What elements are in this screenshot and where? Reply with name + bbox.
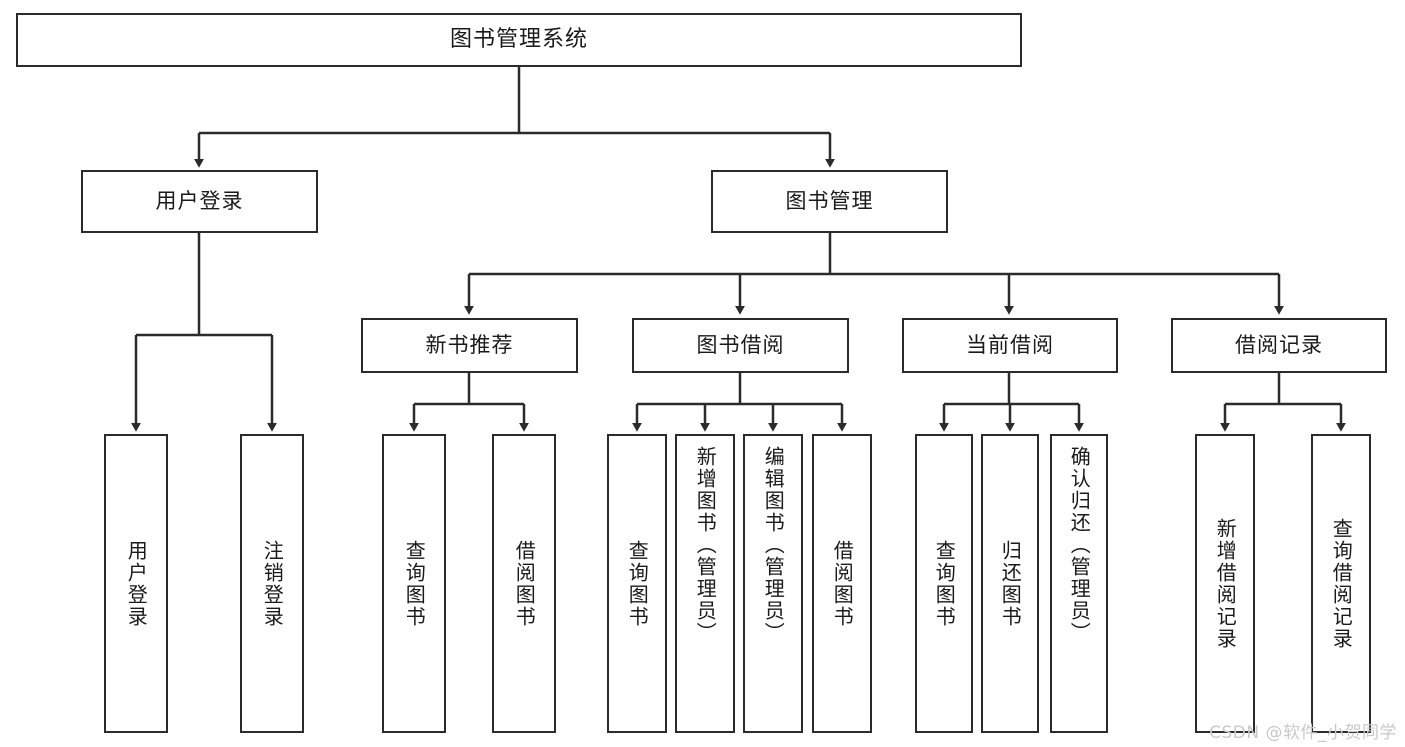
leaf-book-borrow-add[interactable]: 新增图书（管理员）	[675, 434, 735, 733]
node-label: 图书管理系统	[449, 26, 588, 52]
node-label: 新增图书（管理员）	[693, 446, 718, 644]
node-label: 查询图书	[932, 539, 957, 628]
node-new-book-recommend[interactable]: 新书推荐	[361, 318, 578, 373]
leaf-current-borrow-return[interactable]: 归还图书	[981, 434, 1039, 733]
node-root-system[interactable]: 图书管理系统	[16, 13, 1022, 67]
node-label: 确认归还（管理员）	[1067, 446, 1092, 644]
node-label: 归还图书	[998, 539, 1023, 628]
node-label: 当前借阅	[966, 332, 1054, 357]
node-label: 查询图书	[402, 539, 427, 628]
node-book-borrow[interactable]: 图书借阅	[632, 318, 849, 373]
node-user-login[interactable]: 用户登录	[81, 170, 318, 233]
node-label: 新书推荐	[425, 332, 514, 357]
watermark-text: CSDN @软件_小贺同学	[1209, 723, 1397, 743]
node-book-management[interactable]: 图书管理	[711, 170, 948, 233]
leaf-borrow-record-query[interactable]: 查询借阅记录	[1311, 434, 1371, 733]
node-borrow-record[interactable]: 借阅记录	[1171, 318, 1387, 373]
leaf-current-borrow-query[interactable]: 查询图书	[915, 434, 973, 733]
leaf-user-login-signout[interactable]: 注销登录	[240, 434, 304, 733]
leaf-new-book-query[interactable]: 查询图书	[382, 434, 446, 733]
node-label: 查询图书	[625, 539, 650, 628]
node-label: 用户登录	[155, 188, 244, 213]
leaf-current-borrow-confirm-return[interactable]: 确认归还（管理员）	[1050, 434, 1108, 733]
node-label: 图书管理	[785, 188, 874, 213]
node-label: 编辑图书（管理员）	[761, 446, 786, 644]
leaf-book-borrow-lend[interactable]: 借阅图书	[812, 434, 872, 733]
node-label: 用户登录	[124, 539, 149, 628]
node-label: 借阅图书	[830, 539, 855, 628]
node-label: 借阅记录	[1235, 332, 1323, 357]
node-label: 查询借阅记录	[1329, 517, 1354, 650]
leaf-borrow-record-add[interactable]: 新增借阅记录	[1195, 434, 1255, 733]
leaf-new-book-borrow[interactable]: 借阅图书	[492, 434, 556, 733]
node-label: 注销登录	[260, 539, 285, 628]
leaf-book-borrow-edit[interactable]: 编辑图书（管理员）	[743, 434, 803, 733]
leaf-book-borrow-query[interactable]: 查询图书	[607, 434, 667, 733]
node-label: 借阅图书	[512, 539, 537, 628]
leaf-user-login-signin[interactable]: 用户登录	[104, 434, 168, 733]
node-label: 新增借阅记录	[1213, 517, 1238, 650]
node-current-borrow[interactable]: 当前借阅	[902, 318, 1118, 373]
node-label: 图书借阅	[696, 332, 785, 357]
